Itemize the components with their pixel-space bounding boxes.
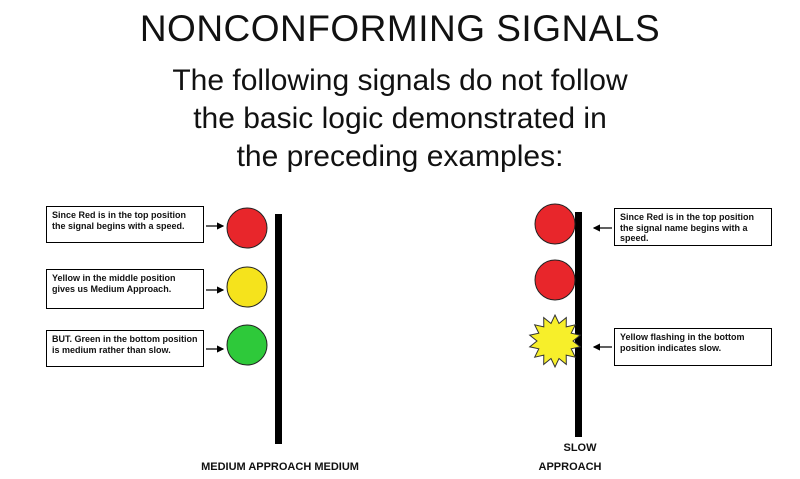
left-note-red-top: Since Red is in the top position the sig… bbox=[46, 206, 204, 243]
left-note-yellow-middle: Yellow in the middle position gives us M… bbox=[46, 269, 204, 309]
subtitle-line-3: the preceding examples: bbox=[236, 140, 564, 173]
right-signal-caption-top: SLOW bbox=[563, 442, 597, 454]
right-note-red-top: Since Red is in the top position the sig… bbox=[614, 208, 772, 246]
right-note-yellow-flashing: Yellow flashing in the bottom position i… bbox=[614, 328, 772, 366]
left-signal-green-lamp bbox=[226, 324, 268, 366]
right-signal-caption-bottom: APPROACH bbox=[538, 461, 602, 473]
left-note-green-bottom: BUT. Green in the bottom position is med… bbox=[46, 330, 204, 367]
right-signal-middle-red-lamp bbox=[534, 259, 576, 301]
left-signal-yellow-lamp bbox=[226, 266, 268, 308]
subtitle: The following signals do not follow the … bbox=[0, 62, 800, 176]
left-signal-caption: MEDIUM APPROACH MEDIUM bbox=[201, 461, 359, 473]
left-signal-red-lamp bbox=[226, 207, 268, 249]
right-signal-flashing-yellow-lamp bbox=[528, 313, 582, 369]
left-signal-mast bbox=[275, 214, 282, 444]
right-signal-mast bbox=[575, 212, 582, 437]
subtitle-line-2: the basic logic demonstrated in bbox=[193, 102, 607, 135]
right-signal-top-red-lamp bbox=[534, 203, 576, 245]
subtitle-line-1: The following signals do not follow bbox=[172, 64, 628, 97]
page-title: NONCONFORMING SIGNALS bbox=[139, 8, 661, 49]
